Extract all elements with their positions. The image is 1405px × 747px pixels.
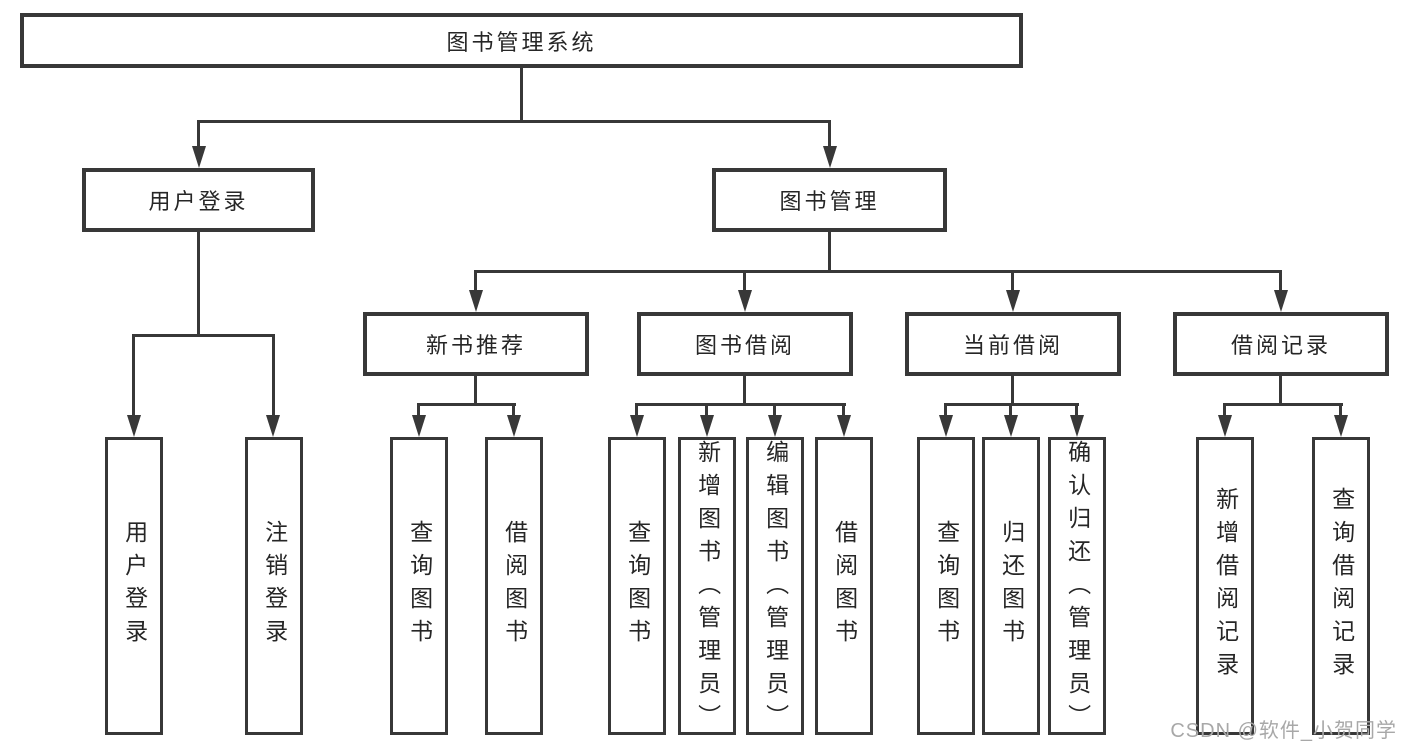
arrow-down-icon: [823, 146, 837, 168]
node-label: 借阅图书: [831, 520, 858, 652]
connector-drop-leaf: [773, 403, 776, 417]
node-label: 图书管理: [779, 189, 880, 214]
leaf-return-books: 归还图书: [982, 437, 1040, 735]
arrow-down-icon: [1334, 415, 1348, 437]
node-label: 新书推荐: [425, 333, 526, 358]
connector-drop-leaf: [272, 334, 275, 417]
arrow-down-icon: [939, 415, 953, 437]
leaf-user-login: 用户登录: [105, 437, 163, 735]
connector-drop-leaf: [132, 334, 135, 417]
node-label: 查询图书: [624, 520, 651, 652]
connector-drop-leaf: [705, 403, 708, 417]
connector-drop-leaf: [1223, 403, 1226, 417]
node-label: 查询借阅记录: [1328, 487, 1355, 685]
leaf-query-borrow-record: 查询借阅记录: [1312, 437, 1370, 735]
node-label: 图书借阅: [694, 333, 795, 358]
connector-drop-user-login: [197, 120, 200, 148]
connector-book-management-stem: [828, 231, 831, 272]
arrow-down-icon: [127, 415, 141, 437]
node-new-book-recommendation: 新书推荐: [363, 312, 589, 376]
arrow-down-icon: [266, 415, 280, 437]
node-label: 图书管理系统: [446, 29, 597, 55]
connector-drop-current-borrow: [1011, 270, 1014, 292]
leaf-add-books-admin: 新增图书（管理员）: [678, 437, 736, 737]
connector-user-login-stem: [197, 231, 200, 336]
leaf-edit-books-admin: 编辑图书（管理员）: [746, 437, 804, 737]
node-label: 确认归还（管理员）: [1064, 440, 1091, 737]
node-user-login: 用户登录: [82, 168, 315, 232]
connector-book-management-rail: [474, 270, 1282, 273]
node-label: 借阅记录: [1230, 333, 1331, 358]
leaf-borrow-books: 借阅图书: [485, 437, 543, 735]
connector-root-rail: [197, 120, 831, 123]
arrow-down-icon: [1274, 290, 1288, 312]
arrow-down-icon: [700, 415, 714, 437]
leaf-borrow-books: 借阅图书: [815, 437, 873, 735]
connector-drop-leaf: [1339, 403, 1342, 417]
leaf-query-books: 查询图书: [917, 437, 975, 735]
node-label: 编辑图书（管理员）: [762, 440, 789, 737]
connector-drop-book-management: [828, 120, 831, 148]
arrow-down-icon: [1218, 415, 1232, 437]
arrow-down-icon: [412, 415, 426, 437]
arrow-down-icon: [630, 415, 644, 437]
leaf-logout: 注销登录: [245, 437, 303, 735]
leaf-query-books: 查询图书: [390, 437, 448, 735]
connector-drop-new-book: [474, 270, 477, 292]
connector-drop-leaf: [944, 403, 947, 417]
connector-drop-leaf: [842, 403, 845, 417]
connector-borrow-records-stem: [1279, 375, 1282, 406]
arrow-down-icon: [768, 415, 782, 437]
csdn-watermark: CSDN @软件_小贺同学: [1170, 720, 1397, 742]
node-label: 归还图书: [998, 520, 1025, 652]
arrow-down-icon: [1006, 290, 1020, 312]
node-label: 查询图书: [933, 520, 960, 652]
leaf-add-borrow-record: 新增借阅记录: [1196, 437, 1254, 735]
node-label: 新增图书（管理员）: [694, 440, 721, 737]
connector-drop-leaf: [417, 403, 420, 417]
arrow-down-icon: [1004, 415, 1018, 437]
node-label: 用户登录: [121, 520, 148, 652]
connector-drop-leaf: [1009, 403, 1012, 417]
node-label: 注销登录: [261, 520, 288, 652]
node-book-borrowing: 图书借阅: [637, 312, 853, 376]
connector-drop-borrow-records: [1279, 270, 1282, 292]
arrow-down-icon: [837, 415, 851, 437]
node-borrowing-records: 借阅记录: [1173, 312, 1389, 376]
node-label: 查询图书: [406, 520, 433, 652]
arrow-down-icon: [469, 290, 483, 312]
connector-new-book-rail: [417, 403, 516, 406]
node-label: 用户登录: [148, 189, 249, 214]
connector-book-borrow-rail: [635, 403, 846, 406]
node-current-borrowing: 当前借阅: [905, 312, 1121, 376]
connector-drop-leaf: [512, 403, 515, 417]
node-label: 当前借阅: [962, 333, 1063, 358]
leaf-query-books: 查询图书: [608, 437, 666, 735]
connector-root-stem: [520, 67, 523, 122]
connector-new-book-stem: [474, 375, 477, 406]
connector-drop-leaf: [635, 403, 638, 417]
arrow-down-icon: [738, 290, 752, 312]
connector-book-borrow-stem: [743, 375, 746, 406]
node-label: 新增借阅记录: [1212, 487, 1239, 685]
connector-drop-leaf: [1075, 403, 1078, 417]
leaf-confirm-return-admin: 确认归还（管理员）: [1048, 437, 1106, 737]
node-label: 借阅图书: [501, 520, 528, 652]
connector-current-borrow-stem: [1011, 375, 1014, 406]
arrow-down-icon: [507, 415, 521, 437]
node-library-management-system: 图书管理系统: [20, 13, 1023, 68]
connector-borrow-records-rail: [1223, 403, 1343, 406]
connector-drop-book-borrow: [743, 270, 746, 292]
node-book-management: 图书管理: [712, 168, 947, 232]
connector-user-login-rail: [132, 334, 275, 337]
arrow-down-icon: [1070, 415, 1084, 437]
arrow-down-icon: [192, 146, 206, 168]
